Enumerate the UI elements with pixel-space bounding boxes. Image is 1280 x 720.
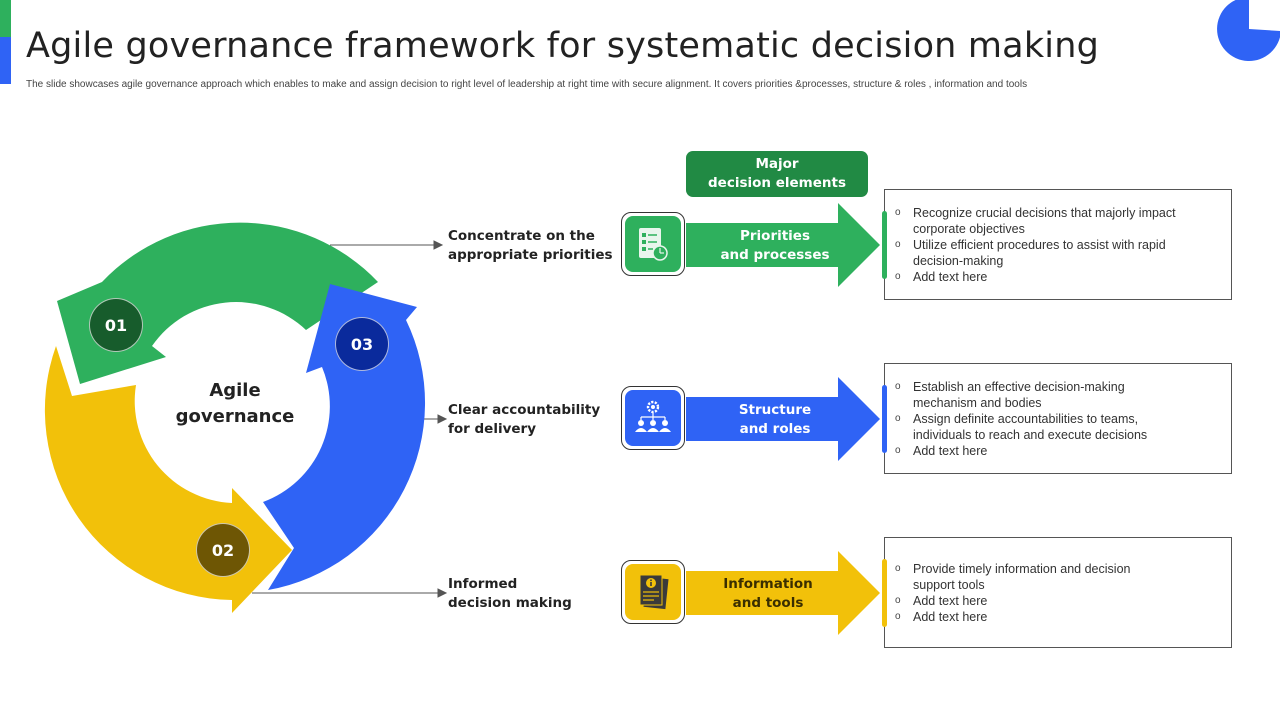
bullet-text-line2: mechanism and bodies [913, 396, 1042, 410]
bullet-text-line2: support tools [913, 578, 985, 592]
center-label-line2: governance [175, 406, 295, 427]
bullet-text-line1: Add text here [913, 610, 988, 624]
step-label-01: Concentrate on the appropriate prioritie… [448, 227, 613, 265]
list-item: o Provide timely information and decision… [895, 561, 1213, 593]
accent-bar-blue [0, 37, 11, 84]
bullet-text-line1: Add text here [913, 444, 988, 458]
list-item: o Establish an effective decision-making m… [895, 379, 1213, 411]
bullet-text-line2: individuals to reach and execute decisio… [913, 428, 1148, 442]
bullet-icon: o [895, 207, 901, 218]
element-title-2: Structure and roles [695, 401, 855, 439]
element-title-3-line2: and tools [732, 595, 804, 611]
bullet-text-line1: Add text here [913, 270, 988, 284]
bullet-icon: o [895, 381, 901, 392]
bullet-text-line1: Provide timely information and decision [913, 562, 1131, 576]
list-item: o Add text here [895, 443, 1213, 459]
connector-arrowhead-2 [437, 588, 448, 598]
step-badge-02: 02 [196, 523, 250, 577]
checklist-clock-icon [639, 228, 668, 261]
element-arrow-green [686, 203, 880, 287]
element-icon-box-2 [621, 386, 685, 450]
step-label-01-line1: Concentrate on the [448, 228, 595, 244]
page-title: Agile governance framework for systemati… [26, 26, 1100, 66]
step-badge-01: 01 [89, 298, 143, 352]
element-title-1-line2: and processes [720, 247, 830, 263]
element-title-1-line1: Priorities [739, 228, 810, 244]
connector-arrowhead-3 [437, 414, 448, 424]
description-list-2: o Establish an effective decision-making m… [895, 379, 1213, 459]
step-label-02-line2: decision making [448, 595, 572, 611]
bullet-icon: o [895, 611, 901, 622]
description-accent-bar-3 [882, 559, 887, 627]
element-icon-box-1 [621, 212, 685, 276]
bullet-text-line1: Establish an effective decision-making [913, 380, 1125, 394]
bullet-icon: o [895, 563, 901, 574]
bullet-text-line1: Recognize crucial decisions that majorly… [913, 206, 1176, 220]
step-label-01-line2: appropriate priorities [448, 247, 613, 263]
description-list-3: o Provide timely information and decision… [895, 561, 1213, 625]
header-pill-line1: Major [755, 156, 799, 172]
bullet-text-line2: corporate objectives [913, 222, 1025, 236]
bullet-icon: o [895, 595, 901, 606]
step-label-02-line1: Informed [448, 576, 518, 592]
bullet-text-line1: Utilize efficient procedures to assist w… [913, 238, 1166, 252]
element-title-1: Priorities and processes [695, 227, 855, 265]
list-item: o Add text here [895, 269, 1213, 285]
element-title-3: Information and tools [688, 575, 848, 613]
list-item: o Add text here [895, 609, 1213, 625]
bullet-text-line1: Add text here [913, 594, 988, 608]
step-badge-03: 03 [335, 317, 389, 371]
bullet-icon: o [895, 413, 901, 424]
step-label-03: Clear accountability for delivery [448, 401, 600, 439]
element-description-box-3: o Provide timely information and decision… [882, 537, 1232, 648]
info-document-icon [639, 574, 669, 610]
cycle-arrow-blue [263, 284, 426, 590]
element-title-2-line2: and roles [739, 421, 811, 437]
bullet-icon: o [895, 271, 901, 282]
page-subtitle: The slide showcases agile governance app… [26, 79, 1028, 90]
corner-pie-decoration [1217, 0, 1280, 61]
cycle-arrow-green [57, 222, 378, 384]
element-arrow-yellow [686, 551, 880, 635]
bullet-text-line2: decision-making [913, 254, 1004, 268]
step-label-02: Informed decision making [448, 575, 572, 613]
description-accent-bar-2 [882, 385, 887, 453]
list-item: o Utilize efficient procedures to assist … [895, 237, 1213, 269]
element-icon-box-3 [621, 560, 685, 624]
bullet-icon: o [895, 239, 901, 250]
description-list-1: o Recognize crucial decisions that majorl… [895, 205, 1213, 285]
element-arrow-blue [686, 377, 880, 461]
list-item: o Add text here [895, 593, 1213, 609]
connector-lines [252, 240, 448, 598]
accent-bar-green [0, 0, 11, 37]
step-label-03-line2: for delivery [448, 421, 536, 437]
bullet-text-line1: Assign definite accountabilities to team… [913, 412, 1139, 426]
description-accent-bar-1 [882, 211, 887, 279]
element-description-box-1: o Recognize crucial decisions that majorl… [882, 189, 1232, 300]
bullet-icon: o [895, 445, 901, 456]
center-label-line1: Agile [209, 380, 261, 401]
step-label-03-line1: Clear accountability [448, 402, 601, 418]
element-title-2-line1: Structure [738, 402, 812, 418]
element-title-3-line1: Information [723, 576, 813, 592]
list-item: o Recognize crucial decisions that majorl… [895, 205, 1213, 237]
cycle-center-label: Agile governance [160, 378, 310, 430]
header-pill-line2: decision elements [708, 175, 846, 191]
element-description-box-2: o Establish an effective decision-making m… [882, 363, 1232, 474]
list-item: o Assign definite accountabilities to tea… [895, 411, 1213, 443]
connector-arrowhead-1 [433, 240, 444, 250]
major-decision-elements-header: Major decision elements [686, 151, 868, 197]
org-structure-gear-icon [635, 400, 671, 432]
